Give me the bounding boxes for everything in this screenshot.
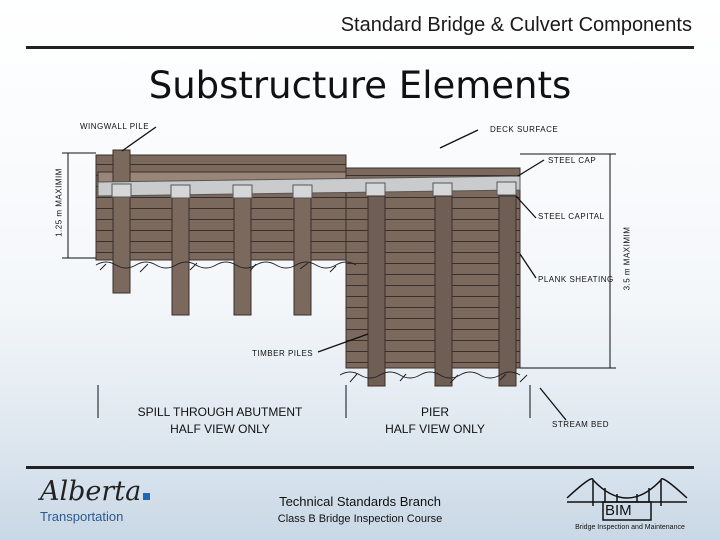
steel-capital — [170, 184, 191, 199]
footer-center: Technical Standards Branch Class B Bridg… — [240, 494, 480, 525]
bim-bridge-logo-icon — [566, 478, 688, 521]
branch-name: Technical Standards Branch — [279, 494, 441, 509]
timber-pile — [233, 194, 252, 316]
logo-name-text: Alberta — [40, 476, 142, 507]
header-divider — [26, 46, 694, 49]
pier-caption-line1: PIER — [420, 405, 449, 419]
label-plank-sheating: PLANK SHEATING — [538, 275, 614, 284]
bim-subtitle: Bridge Inspection and Maintenance — [575, 524, 685, 531]
label-steel-cap: STEEL CAP — [548, 156, 597, 165]
logo-name: Alberta — [40, 476, 151, 507]
pier-caption: PIER HALF VIEW ONLY — [370, 404, 500, 438]
abutment-caption: SPILL THROUGH ABUTMENT HALF VIEW ONLY — [130, 404, 310, 438]
timber-pile — [434, 195, 453, 387]
logo-dot-icon — [143, 493, 151, 500]
course-name: Class B Bridge Inspection Course — [277, 513, 443, 525]
ground-line — [95, 261, 528, 384]
label-dimension-left: 1.25 m MAXIMIM — [54, 168, 64, 237]
timber-pile — [293, 194, 312, 316]
timber-pile — [112, 149, 131, 294]
abutment-piles — [112, 149, 312, 316]
label-dimension-right: 3.5 m MAXIMIM — [622, 226, 632, 291]
timber-pile — [367, 195, 386, 387]
pier-caption-line2: HALF VIEW ONLY — [385, 422, 485, 436]
slide-title: Substructure Elements — [148, 64, 572, 107]
label-stream-bed: STREAM BED — [552, 420, 610, 429]
steel-capital — [496, 181, 517, 196]
abutment-caption-line1: SPILL THROUGH ABUTMENT — [137, 405, 303, 419]
steel-capital — [292, 184, 313, 199]
label-wingwall-pile: WINGWALL PILE — [80, 122, 150, 131]
abutment-caption-line2: HALF VIEW ONLY — [170, 422, 270, 436]
dimension-lines — [62, 152, 616, 418]
steel-capital — [111, 183, 132, 198]
label-steel-capital: STEEL CAPITAL — [538, 212, 605, 221]
pier-piles — [367, 195, 517, 387]
label-deck-surface: DECK SURFACE — [490, 125, 559, 134]
timber-pile — [171, 194, 190, 316]
leader-arrows — [121, 126, 567, 421]
steel-capital — [232, 184, 253, 199]
header-title: Standard Bridge & Culvert Components — [340, 14, 692, 36]
label-timber-piles: TIMBER PILES — [252, 349, 314, 358]
steel-capital — [432, 182, 453, 197]
bim-logo-text: BIM — [605, 502, 632, 519]
footer-divider — [26, 466, 694, 469]
alberta-logo: Alberta Transportation — [40, 476, 151, 524]
steel-capitals — [111, 181, 517, 199]
timber-pile — [498, 195, 517, 387]
logo-subtitle: Transportation — [40, 509, 124, 524]
steel-capital — [365, 182, 386, 197]
